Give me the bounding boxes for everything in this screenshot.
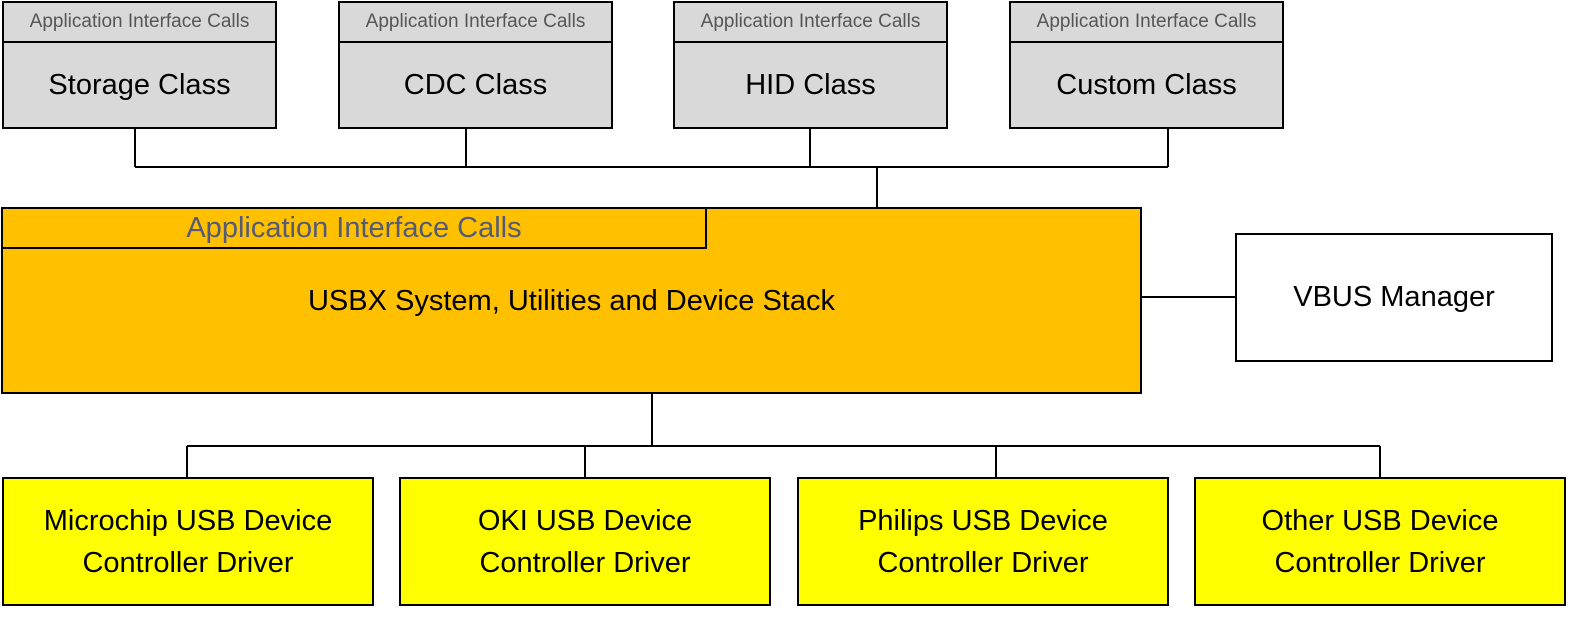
driver-label-line2: Controller Driver [82, 546, 294, 579]
driver-label-line1: Philips USB Device [858, 504, 1108, 537]
vbus-manager-box: VBUS Manager [1235, 233, 1553, 362]
driver-label-line2: Controller Driver [479, 546, 691, 579]
other-driver-box: Other USB Device Controller Driver [1194, 477, 1566, 606]
stack-title: USBX System, Utilities and Device Stack [307, 284, 835, 317]
class-box-header: Application Interface Calls [1011, 3, 1282, 43]
driver-label-line2: Controller Driver [1274, 546, 1486, 579]
driver-label-line1: OKI USB Device [477, 504, 693, 537]
microchip-driver-box: Microchip USB Device Controller Driver [2, 477, 374, 606]
cdc-class-box: Application Interface Calls CDC Class [338, 1, 613, 129]
class-box-title: Custom Class [1056, 68, 1237, 101]
usbx-device-stack-box: Application Interface Calls USBX System,… [1, 207, 1142, 394]
driver-label-line2: Controller Driver [877, 546, 1089, 579]
driver-label-line1: Other USB Device [1261, 504, 1499, 537]
philips-driver-box: Philips USB Device Controller Driver [797, 477, 1169, 606]
class-box-header: Application Interface Calls [675, 3, 946, 43]
stack-header: Application Interface Calls [3, 209, 707, 249]
class-box-title: CDC Class [403, 68, 548, 101]
class-box-title: Storage Class [48, 68, 231, 101]
oki-driver-box: OKI USB Device Controller Driver [399, 477, 771, 606]
class-box-title: HID Class [745, 68, 876, 101]
hid-class-box: Application Interface Calls HID Class [673, 1, 948, 129]
class-box-header: Application Interface Calls [4, 3, 275, 43]
storage-class-box: Application Interface Calls Storage Clas… [2, 1, 277, 129]
driver-label-line1: Microchip USB Device [43, 504, 333, 537]
class-box-header: Application Interface Calls [340, 3, 611, 43]
custom-class-box: Application Interface Calls Custom Class [1009, 1, 1284, 129]
vbus-manager-label: VBUS Manager [1293, 281, 1495, 313]
